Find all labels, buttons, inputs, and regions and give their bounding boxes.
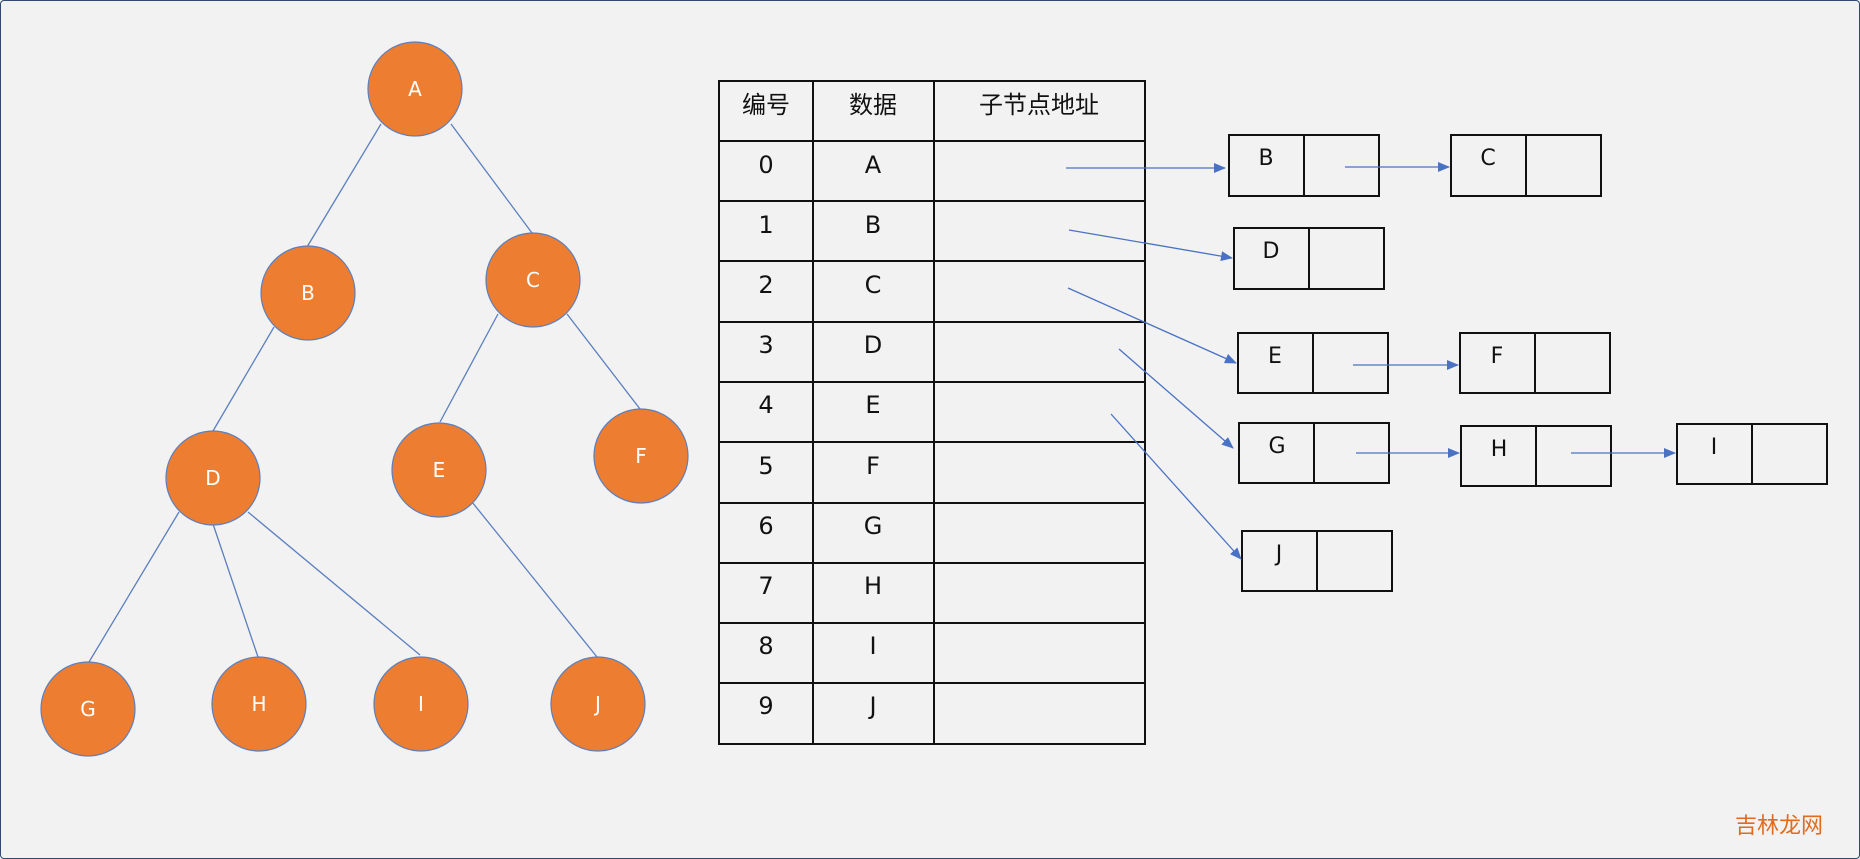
list-node-e: E <box>1237 332 1389 394</box>
tree-node-j: J <box>550 656 646 752</box>
tree-edges <box>88 123 641 663</box>
table-cell-index: 8 <box>758 632 773 660</box>
table-cell-data: F <box>866 452 880 480</box>
tree-node-label: C <box>526 268 540 292</box>
table-row: 4 E <box>758 391 880 419</box>
tree-node-e: E <box>391 422 487 518</box>
table-header-data: 数据 <box>849 91 897 119</box>
tree-edge-c-f <box>566 313 641 410</box>
list-node-label: G <box>1268 434 1285 459</box>
tree-node-h: H <box>211 656 307 752</box>
table-cell-index: 7 <box>758 572 773 600</box>
child-lists: B C D E F G H <box>1228 134 1828 592</box>
tree-node-label: D <box>205 466 220 490</box>
table-row: 8 I <box>758 632 876 660</box>
table-row: 5 F <box>758 452 880 480</box>
table-header-index: 编号 <box>742 91 790 119</box>
tree-edge-a-b <box>306 123 382 248</box>
table-row: 3 D <box>758 331 882 359</box>
list-node-j: J <box>1241 530 1393 592</box>
table-row-dividers <box>719 140 1145 684</box>
table-cell-data: E <box>865 391 880 419</box>
list-node-label: I <box>1711 435 1718 460</box>
table-header-child-address: 子节点地址 <box>979 91 1099 119</box>
table-cell-index: 9 <box>758 692 773 720</box>
tree-node-label: A <box>408 77 422 101</box>
table-border <box>718 80 1146 745</box>
tree-node-label: I <box>418 692 424 716</box>
pointer-arrow <box>1118 348 1234 449</box>
tree-node-label: J <box>593 692 601 716</box>
list-node-c: C <box>1450 134 1602 197</box>
list-node-f: F <box>1459 332 1611 394</box>
pointer-arrow <box>1067 287 1237 364</box>
tree-edge-c-e <box>439 313 499 423</box>
list-node-label: C <box>1480 146 1495 171</box>
tree-node-d: D <box>165 430 261 526</box>
list-node-label: E <box>1268 344 1282 369</box>
table-cell-data: C <box>865 271 882 299</box>
table-cell-data: A <box>865 151 882 179</box>
table-row: 9 J <box>758 692 876 720</box>
tree-node-c: C <box>485 232 581 328</box>
table-cell-data: D <box>864 331 882 359</box>
list-node-label: D <box>1263 239 1280 264</box>
tree-nodes: A B C D E F G H <box>40 41 689 757</box>
tree-node-f: F <box>593 408 689 504</box>
tree-edge-d-g <box>88 511 180 663</box>
tree-edge-e-j <box>471 501 598 658</box>
list-node-label: B <box>1258 146 1273 171</box>
table-cell-data: J <box>867 692 876 720</box>
table-cell-index: 2 <box>758 271 773 299</box>
watermark: 吉林龙网 <box>1734 814 1823 839</box>
tree-node-b: B <box>260 245 356 341</box>
table-cell-index: 0 <box>758 151 773 179</box>
tree-edge-b-d <box>212 326 275 432</box>
table-cell-index: 4 <box>758 391 773 419</box>
pointer-arrow <box>1068 229 1233 262</box>
table-row: 7 H <box>758 572 882 600</box>
table-cell-index: 6 <box>758 512 773 540</box>
table-cell-data: I <box>869 632 876 660</box>
tree-edge-a-c <box>450 123 533 234</box>
table-cell-index: 5 <box>758 452 773 480</box>
pointer-arrows <box>1066 162 1676 560</box>
tree-edge-d-h <box>212 523 259 658</box>
pointer-arrow <box>1110 413 1242 560</box>
table-header: 编号 数据 子节点地址 <box>742 91 1099 119</box>
list-node-label: H <box>1491 437 1508 462</box>
tree-node-label: H <box>251 692 266 716</box>
list-node-h: H <box>1460 425 1612 487</box>
node-table: 编号 数据 子节点地址 0 A 1 B 2 C 3 D 4 E 5 F 6 <box>718 80 1146 745</box>
list-node-label: J <box>1274 542 1283 567</box>
tree-node-label: G <box>80 697 96 721</box>
tree-node-label: F <box>635 444 647 468</box>
tree-node-label: E <box>433 458 446 482</box>
table-row: 1 B <box>758 211 881 239</box>
list-node-b: B <box>1228 134 1380 197</box>
tree-node-a: A <box>367 41 463 137</box>
table-row: 6 G <box>758 512 882 540</box>
tree-edge-d-i <box>247 511 421 656</box>
table-cell-index: 1 <box>758 211 773 239</box>
tree-node-i: I <box>373 656 469 752</box>
table-cell-data: H <box>864 572 882 600</box>
tree-node-g: G <box>40 661 136 757</box>
list-node-d: D <box>1233 227 1385 290</box>
list-node-i: I <box>1676 423 1828 485</box>
table-row: 2 C <box>758 271 881 299</box>
list-node-label: F <box>1491 344 1504 369</box>
tree-node-label: B <box>301 281 315 305</box>
table-row: 0 A <box>758 151 881 179</box>
table-cell-data: B <box>865 211 881 239</box>
table-cell-index: 3 <box>758 331 773 359</box>
table-cell-data: G <box>864 512 883 540</box>
